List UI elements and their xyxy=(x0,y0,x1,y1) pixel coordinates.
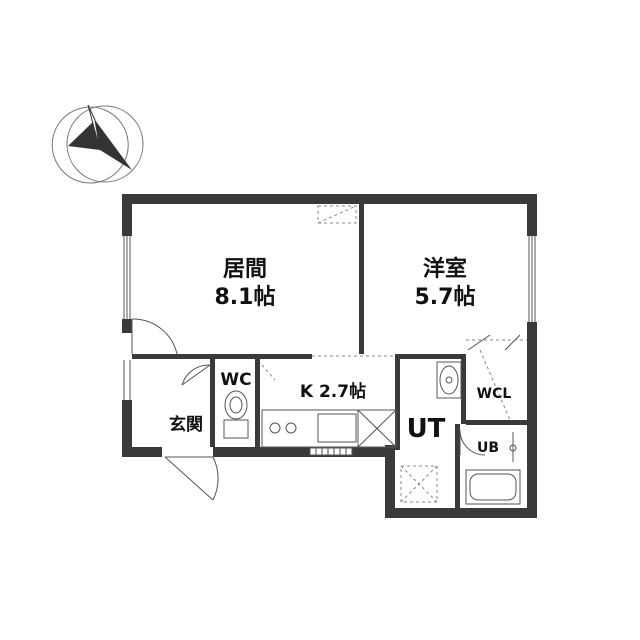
unit-bath-label: UB xyxy=(477,440,499,456)
washbasin-fixture xyxy=(436,361,462,399)
living-room-size: 8.1帖 xyxy=(215,285,276,310)
kitchen-label: K 2.7帖 xyxy=(300,381,366,402)
north-arrow-icon xyxy=(51,104,144,184)
dashed-lines xyxy=(261,205,527,421)
toilet-label: WC xyxy=(220,370,251,390)
western-room-name: 洋室 xyxy=(423,256,467,282)
living-room-name: 居間 xyxy=(223,257,267,282)
walk-in-closet-label: WCL xyxy=(477,386,512,402)
western-room-size: 5.7帖 xyxy=(415,285,476,310)
entrance-label: 玄関 xyxy=(169,414,203,435)
utility-label: UT xyxy=(407,414,446,444)
bathtub-fixture xyxy=(465,432,521,505)
washer-space xyxy=(400,465,438,503)
toilet-fixture xyxy=(223,390,249,439)
interior-walls xyxy=(132,204,527,508)
outer-walls xyxy=(122,194,537,518)
kitchen-counter xyxy=(261,409,397,448)
windows xyxy=(123,236,536,456)
door-swings xyxy=(131,318,521,501)
